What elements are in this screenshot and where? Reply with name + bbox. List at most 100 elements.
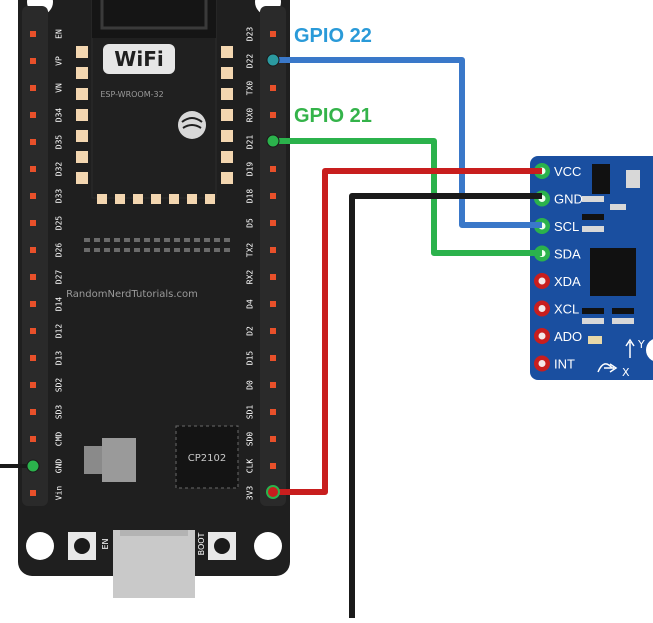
board-pin-d26 [30, 247, 36, 253]
espressif-logo-mark [181, 117, 203, 129]
board-pin-label: VP [55, 56, 64, 66]
board-pin-label: TX0 [246, 81, 255, 96]
sensor-pin-label: VCC [554, 164, 581, 179]
sensor-smd [582, 308, 604, 314]
board-pin-d0 [270, 382, 276, 388]
mpu-chip [590, 248, 636, 296]
wires [0, 57, 542, 618]
board-pin-rx2 [270, 274, 276, 280]
silkscreen-dot [174, 238, 180, 242]
board-pin-label: D0 [246, 380, 255, 390]
board-pin-rx0 [270, 112, 276, 118]
board-pin-label: CLK [246, 459, 255, 474]
board-pin-d13 [30, 355, 36, 361]
sensor-regulator [592, 164, 610, 194]
board-pin-label: D13 [55, 351, 64, 366]
board-pin-d2 [270, 328, 276, 334]
silkscreen-dot [154, 248, 160, 252]
boot-button-cap[interactable] [214, 538, 230, 554]
board-pin-label: D25 [55, 216, 64, 231]
board-pin-label: TX2 [246, 243, 255, 258]
sensor-pin-hole [538, 332, 546, 340]
sensor-smd [588, 336, 602, 344]
module-pad [221, 172, 233, 184]
board-pin-label: D22 [246, 54, 255, 69]
module-pad [76, 130, 88, 142]
silkscreen-dot [84, 238, 90, 242]
board-pin-d19 [270, 166, 276, 172]
regulator-body [84, 446, 102, 474]
usb-uart-chip: CP2102 [175, 425, 239, 489]
module-pad [76, 109, 88, 121]
y-axis-arrow [625, 338, 635, 358]
silkscreen-dot [184, 248, 190, 252]
board-pin-d27 [30, 274, 36, 280]
silkscreen-dot [134, 238, 140, 242]
board-pin-label: SD1 [246, 405, 255, 420]
module-pad [221, 67, 233, 79]
board-pin-label: D5 [246, 218, 255, 228]
silkscreen-dot [104, 238, 110, 242]
module-pad [221, 151, 233, 163]
pin-connector-d22 [266, 53, 280, 67]
board-pin-label: GND [55, 459, 64, 474]
silkscreen-dot [164, 238, 170, 242]
sensor-mounting-hole [646, 339, 653, 361]
board-pin-label: D4 [246, 299, 255, 309]
board-pin-label: D18 [246, 189, 255, 204]
wire-ground [349, 193, 542, 618]
wire-power-3v3 [273, 168, 542, 495]
board-pin-tx0 [270, 85, 276, 91]
pin-connector-3v3 [266, 485, 280, 499]
sensor-pin-label: SCL [554, 219, 579, 234]
sensor-pin-hole [538, 277, 546, 285]
silkscreen-dot [154, 238, 160, 242]
module-pad [76, 67, 88, 79]
left-pin-header [22, 6, 48, 506]
board-pin-d34 [30, 112, 36, 118]
board-pin-label: 3V3 [246, 486, 255, 501]
board-pin-label: EN [55, 29, 64, 39]
silkscreen-dot [194, 248, 200, 252]
sensor-pin-label: GND [554, 192, 583, 207]
board-pin-label: VN [55, 83, 64, 93]
module-pad [187, 194, 197, 204]
module-pad [115, 194, 125, 204]
sensor-capacitor [626, 170, 640, 188]
board-pin-label: D26 [55, 243, 64, 258]
gpio21-label: GPIO 21 [294, 105, 372, 127]
wifi-logo-badge [103, 44, 175, 74]
module-pads-bottom [97, 194, 215, 204]
module-pad [221, 109, 233, 121]
silkscreen-dot [144, 248, 150, 252]
board-pin-en [30, 31, 36, 37]
board-pin-d33 [30, 193, 36, 199]
wifi-logo-text: WiFi [114, 47, 163, 71]
silkscreen-dot [124, 248, 130, 252]
axis-y-label: Y [637, 338, 645, 351]
module-pad [76, 46, 88, 58]
board-pin-label: D19 [246, 162, 255, 177]
rotation-arrow [597, 363, 613, 373]
board-pin-sd3 [30, 409, 36, 415]
boot-button-label: BOOT [197, 532, 206, 555]
boot-button[interactable]: BOOT [197, 532, 236, 560]
board-pin-label: D23 [246, 27, 255, 42]
board-pin-label: SD2 [55, 378, 64, 393]
board-pin-d32 [30, 166, 36, 172]
silkscreen-dot [214, 238, 220, 242]
board-pin-label: D21 [246, 135, 255, 150]
antenna-area [92, 0, 216, 38]
sensor-smd [582, 318, 604, 324]
silkscreen-dot [94, 248, 100, 252]
pin-connector-gnd [26, 459, 40, 473]
board-pin-cmd [30, 436, 36, 442]
board-pin-d5 [270, 220, 276, 226]
board-pin-vin [30, 490, 36, 496]
module-pad [76, 151, 88, 163]
en-button[interactable]: EN [68, 532, 110, 560]
en-button-cap[interactable] [74, 538, 90, 554]
board-pin-clk [270, 463, 276, 469]
